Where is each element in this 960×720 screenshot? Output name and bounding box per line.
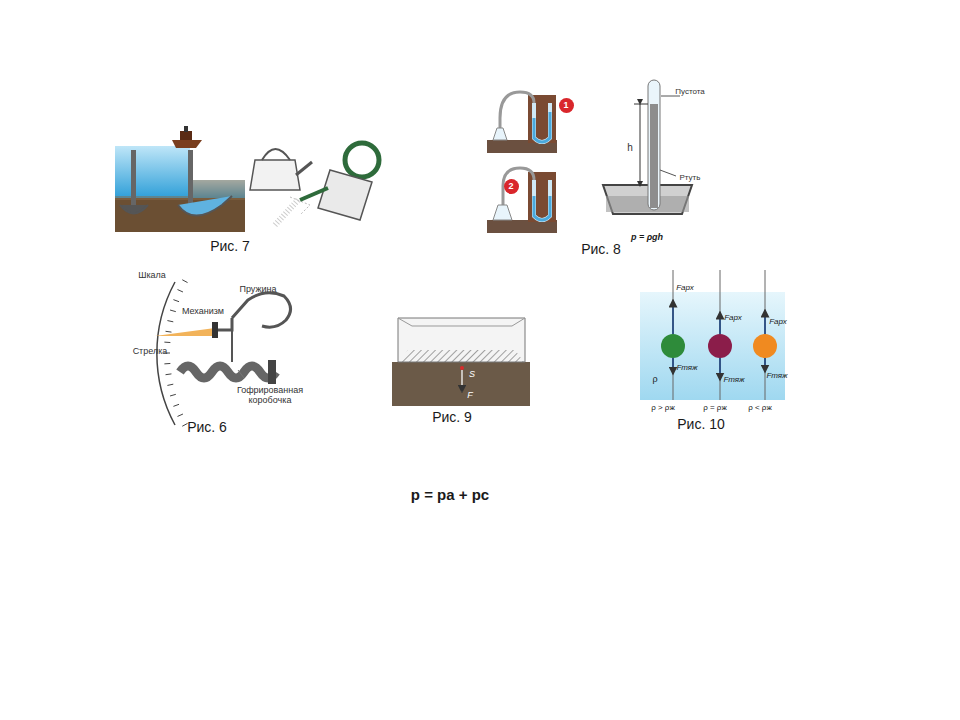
scale-tick [170, 310, 176, 312]
part-label: Пустота [675, 88, 705, 97]
scale-tick [173, 300, 179, 302]
kettle [250, 149, 312, 215]
scale-tick [182, 280, 187, 283]
scale-tick [166, 331, 172, 333]
figure-caption: Рис. 6 [187, 420, 227, 435]
part-label: Fтяж [676, 364, 697, 373]
torricelli-tube [603, 80, 692, 214]
scale-tick [164, 342, 170, 343]
part-label: S [469, 370, 475, 380]
part-label: F [467, 391, 473, 401]
part-label: p = ρgh [631, 233, 663, 243]
part-label: ρ > ρж [651, 404, 675, 413]
scale-tick [177, 414, 182, 416]
part-label: h [627, 142, 633, 153]
scale-tick [167, 321, 173, 322]
callout-number: 2 [504, 179, 519, 194]
part-label: ρ = ρж [703, 404, 727, 413]
scale-tick [170, 394, 176, 396]
watering-can [275, 143, 379, 225]
part-label: Fарх [769, 318, 787, 327]
box-on-ground [392, 318, 530, 406]
part-label: Пружина [240, 285, 277, 295]
scale-tick [182, 423, 187, 426]
part-label: Fарх [676, 284, 694, 293]
part-label: ρ [652, 375, 657, 385]
scale-tick [177, 290, 182, 292]
part-label: Fтяж [723, 376, 744, 385]
formula: p = pa + pc [411, 487, 489, 504]
callout-text: 1 [563, 101, 568, 110]
scale-tick [167, 384, 173, 385]
scale-tick [173, 404, 179, 406]
part-label: ρ < ρж [748, 404, 772, 413]
part-label: Шкала [138, 271, 166, 281]
part-label: Ртуть [680, 174, 701, 183]
figure-caption: Рис. 7 [210, 239, 250, 254]
scale-tick [164, 363, 170, 364]
part-label: Стрелка [133, 347, 168, 357]
part-label: Fтяж [766, 372, 787, 381]
part-label: Механизм [182, 307, 224, 317]
fig7-vessels [115, 126, 245, 232]
figure-caption: Рис. 8 [581, 242, 621, 257]
callout-text: 2 [508, 182, 513, 191]
figure-caption: Рис. 10 [677, 417, 725, 432]
figure-caption: Рис. 9 [432, 410, 472, 425]
callout-number: 1 [559, 98, 574, 113]
part-label: Fарх [724, 314, 742, 323]
scale-tick [166, 373, 172, 375]
buoyancy-tank [640, 270, 785, 400]
manometers [487, 92, 557, 233]
part-label: Гофрированная коробочка [225, 386, 315, 406]
